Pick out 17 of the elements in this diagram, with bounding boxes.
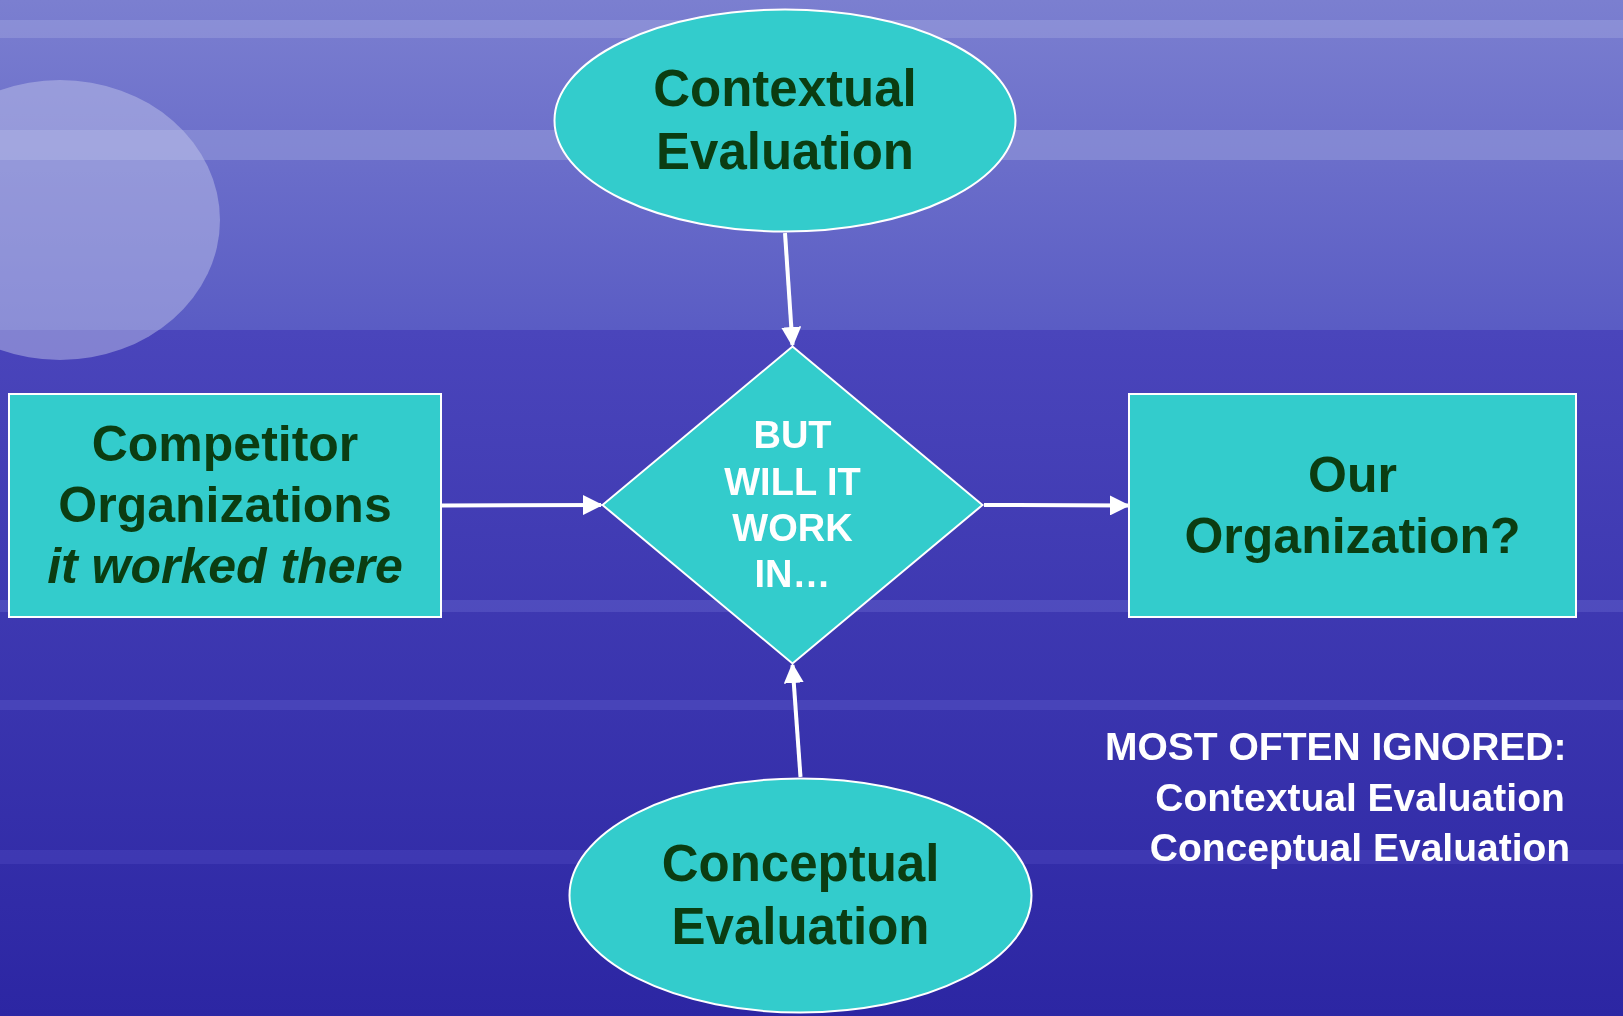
- node-text: Contextual Evaluation: [652, 59, 918, 182]
- node-text: BUT WILL IT WORK IN…: [723, 413, 862, 598]
- process-box: [1128, 393, 1577, 618]
- decision-diamond: [601, 345, 984, 665]
- note-text: Conceptual Evaluation: [1148, 825, 1572, 872]
- arrow: [984, 495, 1130, 516]
- arrow: [442, 495, 603, 516]
- node-text: Conceptual Evaluation: [660, 834, 941, 957]
- arrow: [781, 232, 802, 347]
- ellipse-node: [568, 777, 1033, 1014]
- note-text: Contextual Evaluation: [1154, 774, 1566, 821]
- node-text: it worked there: [47, 537, 403, 596]
- note-heading: MOST OFTEN IGNORED:: [1105, 724, 1568, 770]
- process-box: [8, 393, 442, 618]
- ellipse-node: [553, 8, 1017, 233]
- arrow: [783, 663, 804, 778]
- node-text: Our Organization?: [1183, 445, 1522, 566]
